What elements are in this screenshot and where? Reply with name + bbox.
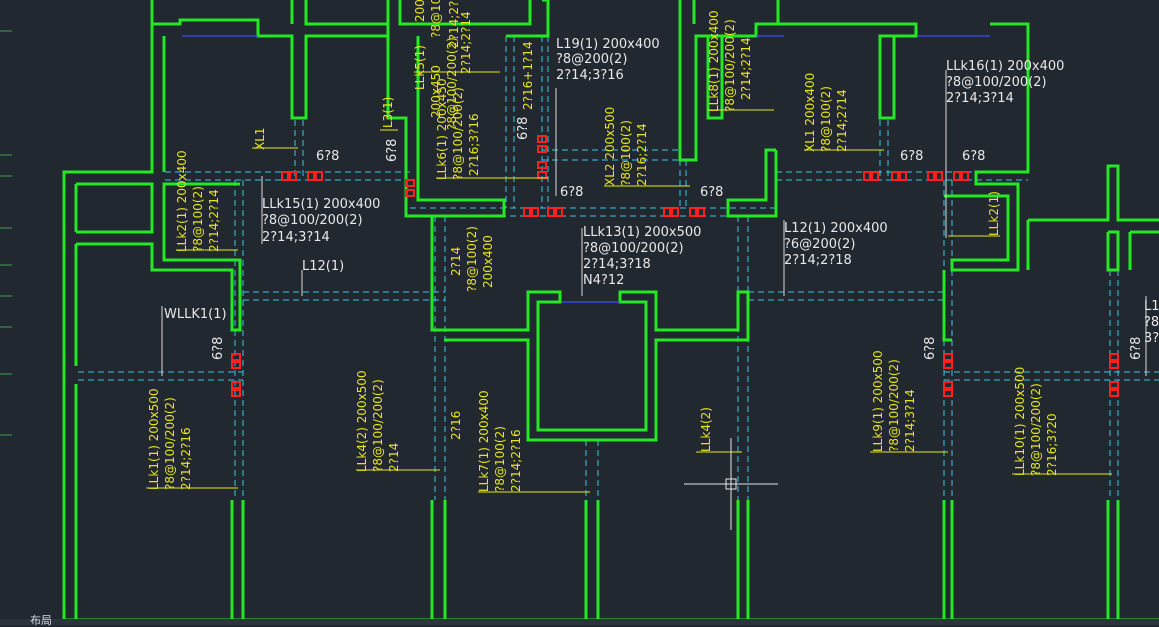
label-right-cut-3: 3? — [1144, 331, 1159, 346]
label-LLk5-1: LLk5(1) — [413, 45, 427, 90]
label-LLk5-2: 200x450 — [429, 65, 443, 118]
label-LLk4-1: LLk4(2) 200x500 — [355, 370, 369, 472]
label-LLk16-line1: LLk16(1) 200x400 — [946, 59, 1064, 74]
label-LLk10-2: ?8@100/200(2) — [1029, 383, 1043, 476]
label-LLk1-3: 2?14;2?16 — [179, 427, 193, 490]
beam-labels-white: L19(1) 200x400 ?8@200(2) 2?14;3?16 LLk16… — [164, 37, 1159, 360]
label-topcut-3: 2?14;2?14 — [447, 0, 461, 48]
label-LLk8-2: ?8@100/200(2) — [723, 19, 737, 112]
shear-walls — [62, 0, 1159, 625]
label-LLk5-4: 2?14;2?14 — [459, 11, 473, 74]
label-topcut-2: ?8@100 — [429, 0, 443, 38]
label-L12r-line2: ?6@200(2) — [784, 237, 855, 252]
label-LLk2-right: LLk2(1) — [987, 191, 1001, 236]
label-XL1-right-2: ?8@100(2) — [819, 86, 833, 152]
label-LLk2-left-3: 2?14;2?14 — [207, 189, 221, 252]
label-mid-214-3: 200x400 — [481, 235, 495, 288]
label-topcut-1: 200 — [413, 0, 427, 22]
label-L19-line1: L19(1) 200x400 — [556, 37, 660, 52]
label-2-16: 2?16 — [449, 411, 463, 440]
label-XL1-right-1: XL1 200x400 — [803, 73, 817, 152]
label-LLk8-3: 2?14;2?14 — [739, 37, 753, 100]
label-LLk16-line2: ?8@100/200(2) — [946, 75, 1047, 90]
label-LLk10-1: LLk10(1) 200x500 — [1013, 367, 1027, 476]
label-LLk6-2: ?8@100/200(2) — [451, 87, 465, 180]
label-LLk7-1: LLk7(1) 200x400 — [477, 390, 491, 492]
label-right-cut-1: L1 — [1144, 299, 1159, 314]
leader-lines — [146, 70, 1147, 493]
label-LLk6-1: LLk6(1) 200x450 — [435, 78, 449, 180]
label-L19-line3: 2?14;3?16 — [556, 68, 624, 83]
label-LLk13-line3: 2?14;3?18 — [583, 257, 651, 272]
label-LLk1-1: LLk1(1) 200x500 — [147, 388, 161, 490]
label-6-8-e: 6?8 — [962, 149, 985, 164]
label-LLk9-1: LLk9(1) 200x500 — [871, 350, 885, 452]
label-XL1-right-3: 2?14;2?14 — [835, 89, 849, 152]
label-6-8-a: 6?8 — [316, 149, 339, 164]
label-LLk5-3: ?8@100/200(2) — [445, 37, 459, 130]
label-LLk7-2: ?8@100(2) — [493, 426, 507, 492]
label-WLLK1: WLLK1(1) — [164, 307, 227, 322]
label-L12-left: L12(1) — [302, 259, 344, 274]
layout-tab[interactable]: 布局 — [30, 614, 52, 627]
label-LLk2-left-2: ?8@100(2) — [191, 186, 205, 252]
opening-lines — [182, 35, 990, 303]
label-LLk4-3: 2?14 — [387, 443, 401, 472]
label-mid-214-1: 2?14 — [449, 247, 463, 276]
label-LLk8-1: LLk8(1) 200x400 — [707, 10, 721, 112]
rebar-marks — [231, 135, 1119, 397]
label-LLk16-line3: 2?14;3?14 — [946, 91, 1014, 106]
label-2-16-1-14: 2?16+1?14 — [521, 41, 535, 110]
label-LLk1-2: ?8@100/200(2) — [163, 397, 177, 490]
label-6-8-c: 6?8 — [700, 185, 723, 200]
label-LLk13-line2: ?8@100/200(2) — [583, 241, 684, 256]
label-6-8-d: 6?8 — [900, 149, 923, 164]
label-LLk13-line1: LLk13(1) 200x500 — [583, 225, 701, 240]
label-LLk10-3: 2?16;3?20 — [1045, 413, 1059, 476]
label-LLk4-2: ?8@100/200(2) — [371, 379, 385, 472]
label-LLk4-b: LLk4(2) — [699, 407, 713, 452]
label-6-8-v1: 6?8 — [385, 139, 400, 162]
label-LLk9-2: ?8@100/200(2) — [887, 359, 901, 452]
label-L3: L3(1) — [381, 97, 395, 128]
label-6-8-v5: 6?8 — [1129, 337, 1144, 360]
label-XL1-left: XL1 — [253, 127, 267, 150]
status-bar — [0, 619, 1159, 625]
label-XL2-2: ?8@100(2) — [619, 120, 633, 186]
label-LLk7-3: 2?14;2?16 — [509, 429, 523, 492]
crosshair-cursor-icon — [684, 438, 778, 530]
label-LLk15-line2: ?8@100/200(2) — [262, 213, 363, 228]
label-6-8-v3: 6?8 — [211, 337, 226, 360]
label-L19-line2: ?8@200(2) — [556, 52, 627, 67]
label-6-8-v4: 6?8 — [923, 337, 938, 360]
label-LLk9-3: 2?14;3?14 — [903, 389, 917, 452]
label-XL2-1: XL2 200x500 — [603, 107, 617, 186]
label-XL2-3: 2?16;2?14 — [635, 123, 649, 186]
label-LLk2-left-1: LLk2(1) 200x400 — [175, 150, 189, 252]
label-6-8-v2: 6?8 — [516, 117, 531, 140]
label-L12r-line1: L12(1) 200x400 — [784, 221, 888, 236]
label-LLk15-line1: LLk15(1) 200x400 — [262, 197, 380, 212]
label-LLk6-3: 2?16;3?16 — [467, 113, 481, 176]
label-mid-214-2: ?8@100(2) — [465, 226, 479, 292]
beam-labels-yellow: XL1 L3(1) 200 ?8@100 2?14;2?14 LLk5(1) 2… — [147, 0, 1059, 492]
label-6-8-b: 6?8 — [560, 185, 583, 200]
label-right-cut-2: ?8 — [1144, 315, 1159, 330]
label-LLk15-line3: 2?14;3?14 — [262, 230, 330, 245]
label-LLk13-line4: N4?12 — [583, 273, 624, 288]
label-L12r-line3: 2?14;2?18 — [784, 253, 852, 268]
left-ruler-ticks — [0, 30, 12, 436]
